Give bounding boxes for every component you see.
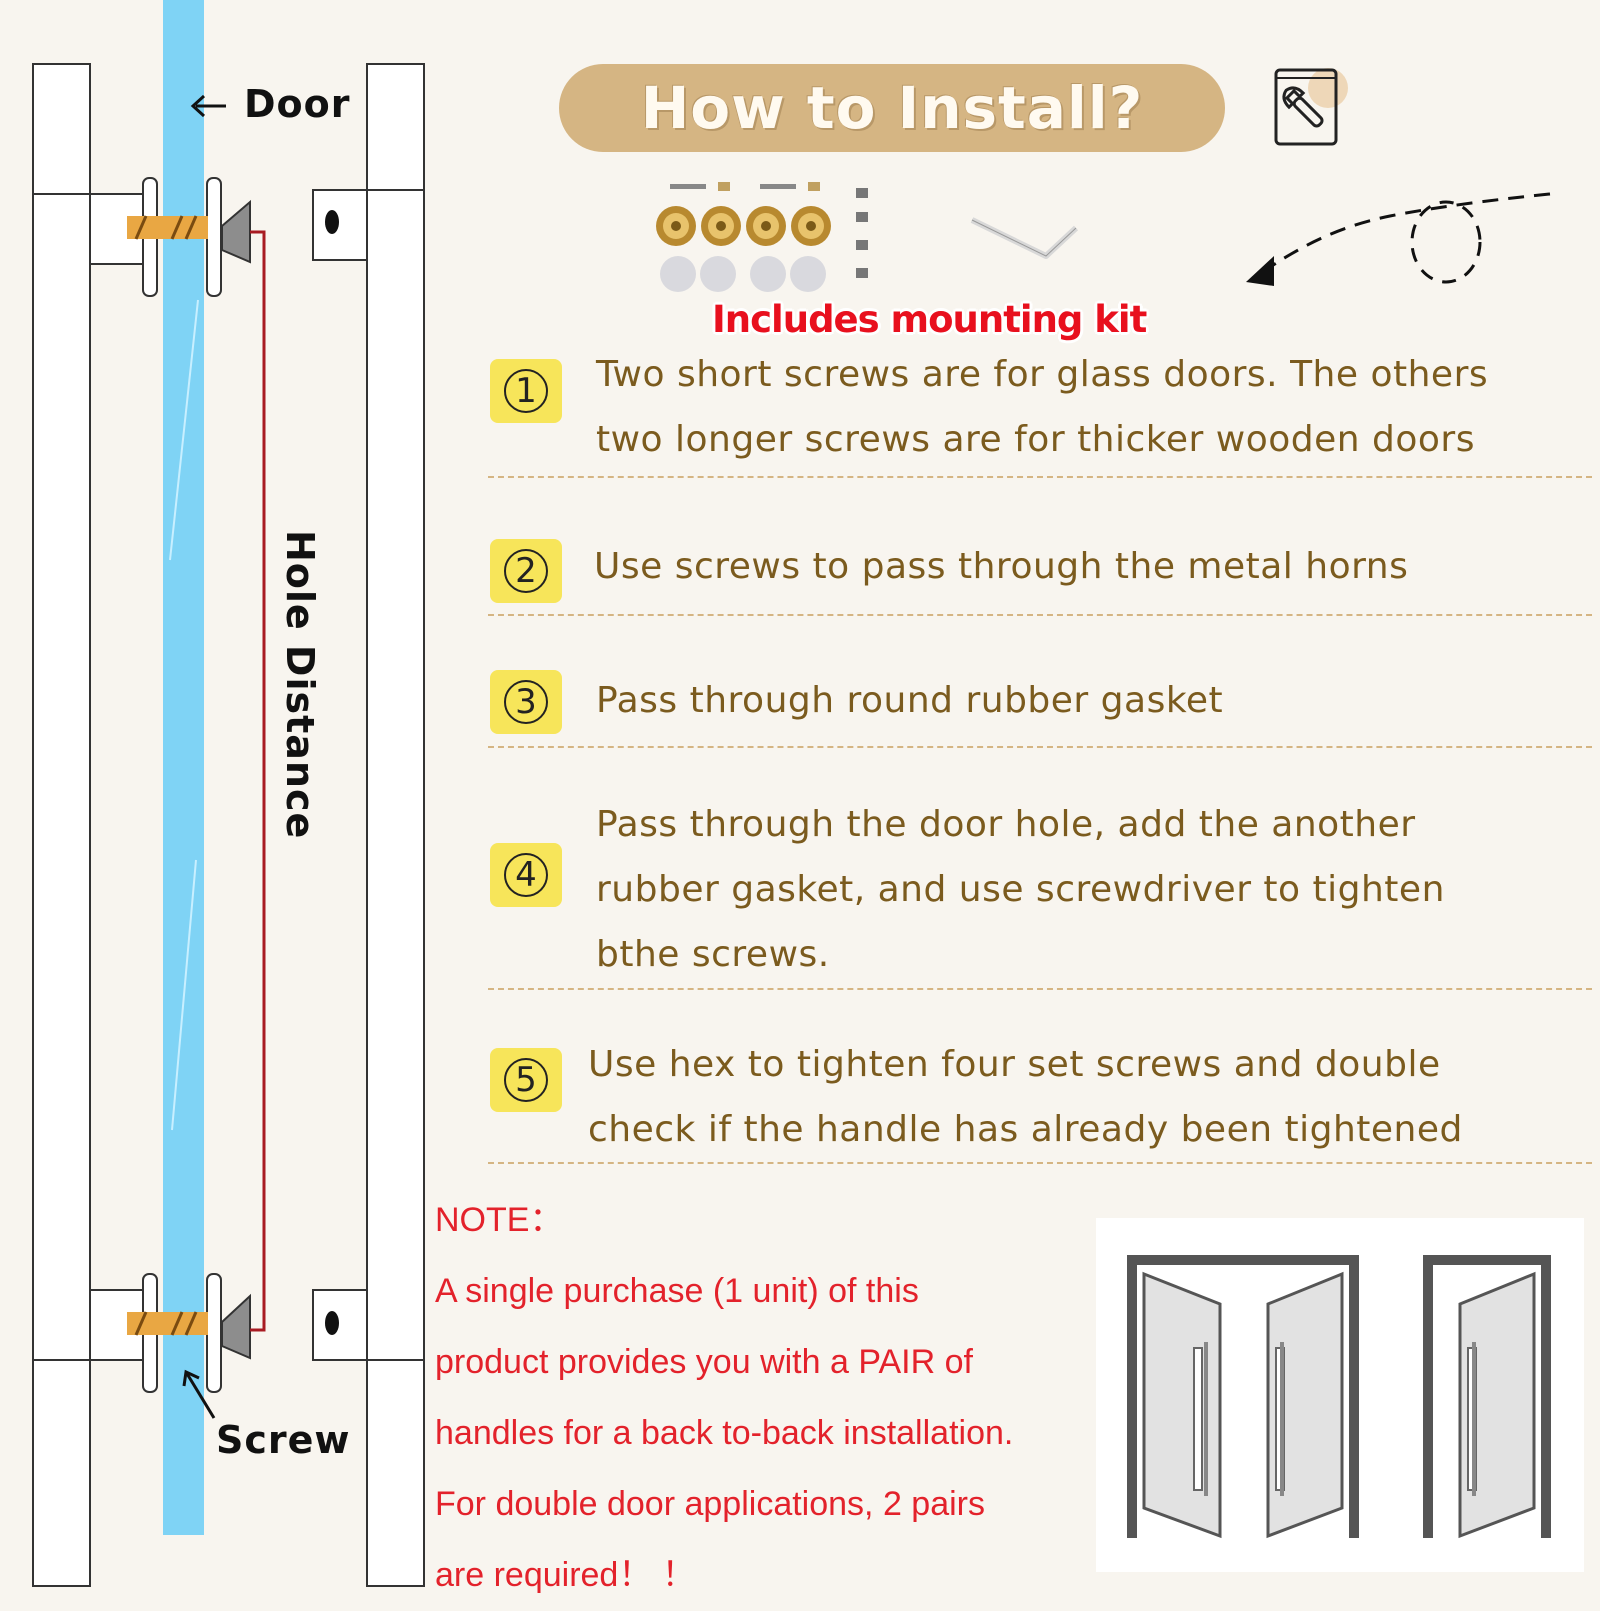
hole-distance-line [250, 230, 266, 1332]
step-2-line-1: Use screws to pass through the metal hor… [594, 546, 1409, 587]
note-line-3: handles for a back to-back installation. [435, 1414, 1014, 1452]
step-4-badge: 4 [490, 843, 562, 907]
door-illustrations [1127, 1255, 1551, 1539]
set-screws-icon [856, 188, 868, 278]
step-1-line-2: two longer screws are for thicker wooden… [596, 419, 1475, 460]
gold-washers-icon [656, 206, 831, 246]
step-3-line-1: Pass through round rubber gasket [596, 680, 1224, 721]
left-handle-bar [32, 63, 91, 1587]
door-label: Door [244, 82, 351, 126]
note-line-4: For double door applications, 2 pairs [435, 1485, 985, 1523]
note-heading: NOTE： [435, 1201, 564, 1239]
step-5-line-1: Use hex to tighten four set screws and d… [588, 1044, 1441, 1085]
step-1-badge: 1 [490, 359, 562, 423]
step-1-number: 1 [504, 369, 548, 413]
step-2-text: Use screws to pass through the metal hor… [594, 534, 1408, 599]
divider [488, 614, 1592, 616]
step-4-line-2: rubber gasket, and use screwdriver to ti… [596, 869, 1445, 910]
rubber-gaskets-icon [660, 256, 826, 292]
single-door-icon [1423, 1255, 1551, 1539]
step-5-line-2: check if the handle has already been tig… [588, 1109, 1463, 1150]
bottom-mount [89, 1273, 368, 1393]
step-4-line-3: bthe screws. [596, 934, 830, 975]
door-arrow-icon [190, 94, 226, 118]
divider [488, 746, 1592, 748]
door-illustration-panel [1096, 1218, 1584, 1572]
divider [488, 988, 1592, 990]
screw-arrow-icon [182, 1369, 216, 1419]
step-5-badge: 5 [490, 1048, 562, 1112]
divider [488, 476, 1592, 478]
divider [488, 1162, 1592, 1164]
step-4-text: Pass through the door hole, add the anot… [596, 792, 1445, 987]
mounting-kit-label: Includes mounting kit [712, 298, 1147, 341]
handle-installation-diagram [32, 0, 425, 1587]
screw-label: Screw [216, 1418, 351, 1462]
screws-icon [670, 182, 820, 191]
mounting-kit-image [656, 182, 1079, 292]
note-line-2: product provides you with a PAIR of [435, 1343, 973, 1381]
dashed-arrow-icon [1246, 192, 1551, 286]
step-3-badge: 3 [490, 670, 562, 734]
step-2-number: 2 [504, 549, 548, 593]
step-5-number: 5 [504, 1058, 548, 1102]
hex-key-icon [970, 217, 1079, 259]
page-title: How to Install? [640, 74, 1144, 142]
note-line-1: A single purchase (1 unit) of this [435, 1272, 919, 1310]
step-1-text: Two short screws are for glass doors. Th… [596, 342, 1488, 472]
step-1-line-1: Two short screws are for glass doors. Th… [596, 354, 1489, 395]
step-4-number: 4 [504, 853, 548, 897]
glass-door [163, 0, 204, 1535]
top-mount [89, 177, 368, 297]
step-4-line-1: Pass through the door hole, add the anot… [596, 804, 1416, 845]
note-line-5: are required！ ！ [435, 1556, 696, 1594]
double-door-icon [1127, 1255, 1359, 1539]
right-handle-bar [366, 63, 425, 1587]
hole-distance-label: Hole Distance [278, 530, 322, 840]
wrench-icon [1274, 68, 1348, 146]
note-block: NOTE： A single purchase (1 unit) of this… [435, 1185, 1013, 1611]
step-3-number: 3 [504, 680, 548, 724]
step-2-badge: 2 [490, 539, 562, 603]
title-banner: How to Install? [559, 64, 1225, 152]
step-3-text: Pass through round rubber gasket [596, 668, 1223, 733]
step-5-text: Use hex to tighten four set screws and d… [588, 1032, 1463, 1162]
